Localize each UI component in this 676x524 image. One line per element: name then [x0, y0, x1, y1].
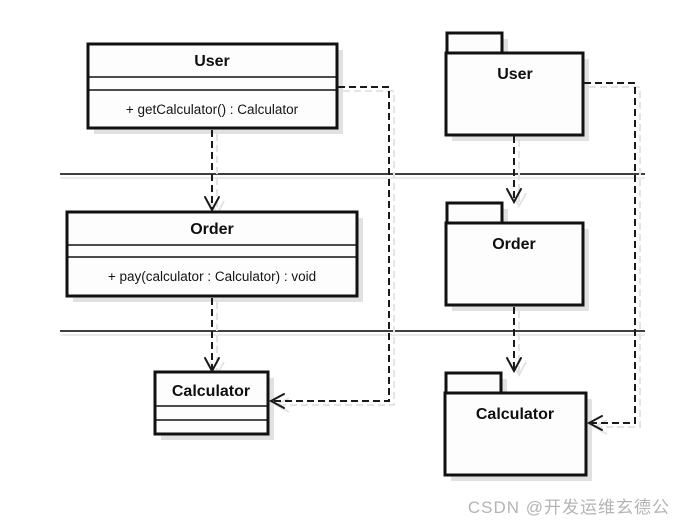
arrowhead-icon: [204, 357, 220, 374]
class-user-box: User + getCalculator() : Calculator: [86, 42, 343, 134]
package-order-title: Order: [492, 236, 536, 253]
class-order-operation: + pay(calculator : Calculator) : void: [108, 269, 316, 284]
class-calculator-box: Calculator: [153, 370, 274, 440]
dependency-package-user-to-calculator: [584, 82, 636, 431]
package-calculator-rect: [443, 391, 588, 477]
arrowhead-icon: [586, 415, 603, 431]
dependency-class-order-to-calculator: [204, 298, 220, 374]
layer-separator-bottom: [60, 330, 645, 336]
package-calculator-title: Calculator: [476, 406, 554, 423]
package-order-box: Order: [444, 201, 589, 311]
class-user-rect: [86, 42, 339, 130]
class-order-box: Order + pay(calculator : Calculator) : v…: [65, 210, 363, 302]
dependency-class-user-to-calculator: [268, 86, 390, 409]
package-user-box: User: [444, 31, 589, 141]
arrowhead-icon: [506, 188, 522, 205]
package-user-tab: [445, 31, 504, 55]
layer-separator-top: [60, 173, 645, 179]
package-order-tab: [445, 201, 504, 225]
package-calculator-tab: [444, 371, 503, 395]
arrowhead-icon: [204, 196, 220, 213]
package-order-rect: [444, 221, 585, 307]
class-calculator-rect: [153, 370, 270, 436]
class-user-operation: + getCalculator() : Calculator: [126, 102, 299, 117]
dependency-package-order-to-calculator: [506, 307, 522, 374]
package-calculator-box: Calculator: [443, 371, 592, 481]
class-calculator-title: Calculator: [172, 383, 250, 400]
watermark: CSDN @开发运维玄德公: [467, 498, 670, 517]
dependency-class-user-to-order: [204, 130, 220, 213]
class-order-title: Order: [190, 221, 234, 238]
class-order-rect: [65, 210, 359, 298]
class-user-title: User: [194, 53, 230, 70]
dependency-package-user-to-order: [506, 136, 522, 205]
package-user-rect: [444, 51, 585, 137]
arrowhead-icon: [506, 357, 522, 374]
arrowhead-icon: [268, 393, 285, 409]
package-user-title: User: [497, 66, 533, 83]
